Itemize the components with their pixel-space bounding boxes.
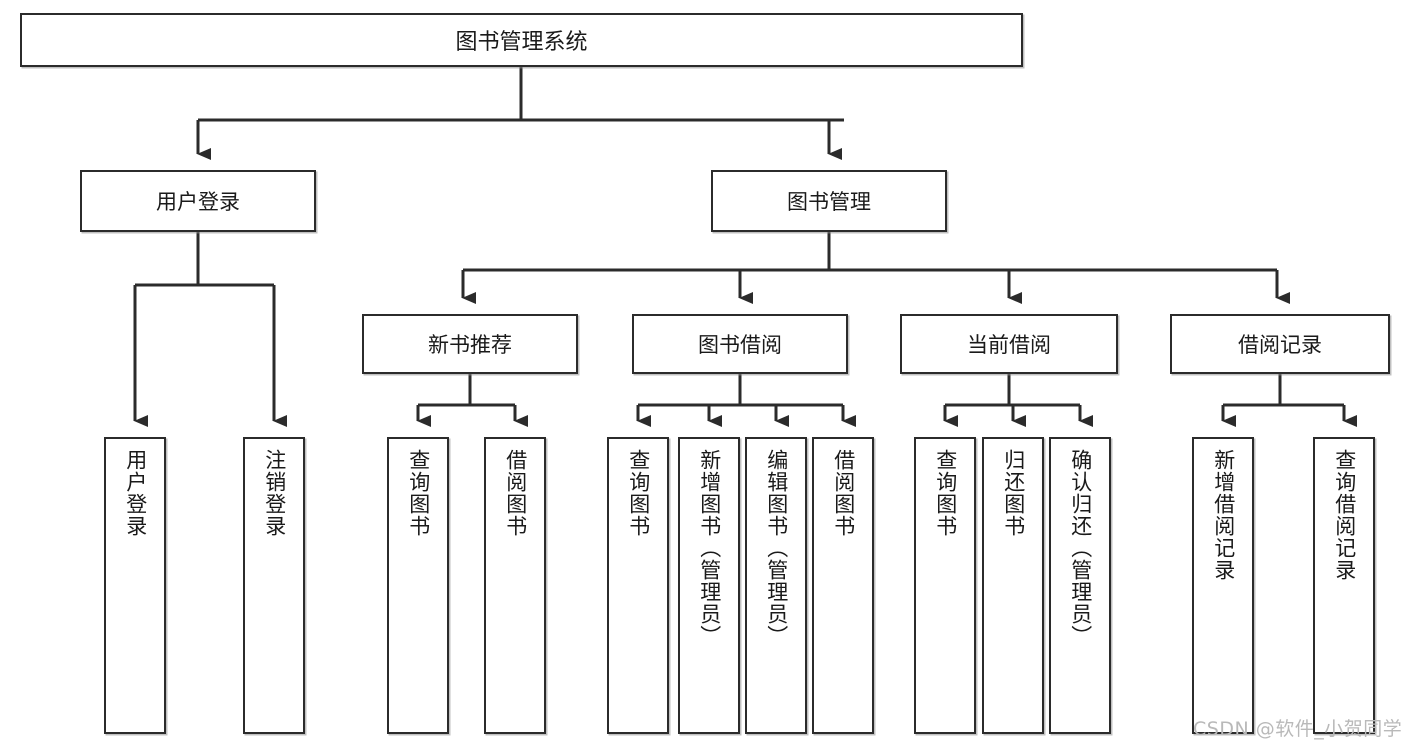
node-book-manage[interactable]: 图书管理 — [711, 170, 947, 232]
leaf-borrow-book-label: 借阅图书 — [831, 449, 856, 537]
leaf-borrow-book-rec-label: 借阅图书 — [503, 449, 528, 537]
leaf-query-book-borrow[interactable]: 查询图书 — [607, 437, 669, 734]
node-user-login[interactable]: 用户登录 — [80, 170, 316, 232]
leaf-add-book-label: 新增图书（管理员） — [697, 449, 722, 647]
leaf-borrow-book[interactable]: 借阅图书 — [812, 437, 874, 734]
node-root-label: 图书管理系统 — [455, 30, 588, 55]
leaf-query-record-label: 查询借阅记录 — [1332, 449, 1357, 581]
leaf-query-book-rec[interactable]: 查询图书 — [387, 437, 449, 734]
node-book-borrow[interactable]: 图书借阅 — [632, 314, 848, 374]
leaf-confirm-return-label: 确认归还（管理员） — [1068, 449, 1093, 647]
leaf-user-login[interactable]: 用户登录 — [104, 437, 166, 734]
leaf-add-book[interactable]: 新增图书（管理员） — [678, 437, 740, 734]
node-borrow-record[interactable]: 借阅记录 — [1170, 314, 1390, 374]
leaf-logout[interactable]: 注销登录 — [243, 437, 305, 734]
leaf-user-login-label: 用户登录 — [123, 449, 148, 537]
node-user-login-label: 用户登录 — [156, 190, 240, 214]
node-book-borrow-label: 图书借阅 — [698, 333, 782, 357]
node-new-book-rec[interactable]: 新书推荐 — [362, 314, 578, 374]
leaf-return-book-label: 归还图书 — [1001, 449, 1026, 537]
leaf-query-book-borrow-label: 查询图书 — [626, 449, 651, 537]
leaf-borrow-book-rec[interactable]: 借阅图书 — [484, 437, 546, 734]
leaf-query-book-rec-label: 查询图书 — [406, 449, 431, 537]
node-current-borrow[interactable]: 当前借阅 — [900, 314, 1118, 374]
node-current-borrow-label: 当前借阅 — [967, 333, 1051, 357]
leaf-return-book[interactable]: 归还图书 — [982, 437, 1044, 734]
leaf-edit-book[interactable]: 编辑图书（管理员） — [745, 437, 807, 734]
leaf-confirm-return[interactable]: 确认归还（管理员） — [1049, 437, 1111, 734]
node-borrow-record-label: 借阅记录 — [1238, 333, 1322, 357]
node-book-manage-label: 图书管理 — [787, 190, 871, 214]
leaf-query-book-cur[interactable]: 查询图书 — [914, 437, 976, 734]
leaf-add-record-label: 新增借阅记录 — [1211, 449, 1236, 581]
leaf-logout-label: 注销登录 — [262, 449, 287, 537]
leaf-query-book-cur-label: 查询图书 — [933, 449, 958, 537]
node-root[interactable]: 图书管理系统 — [20, 13, 1023, 67]
leaf-query-record[interactable]: 查询借阅记录 — [1313, 437, 1375, 734]
leaf-edit-book-label: 编辑图书（管理员） — [764, 449, 789, 647]
leaf-add-record[interactable]: 新增借阅记录 — [1192, 437, 1254, 734]
node-new-book-rec-label: 新书推荐 — [428, 333, 512, 357]
